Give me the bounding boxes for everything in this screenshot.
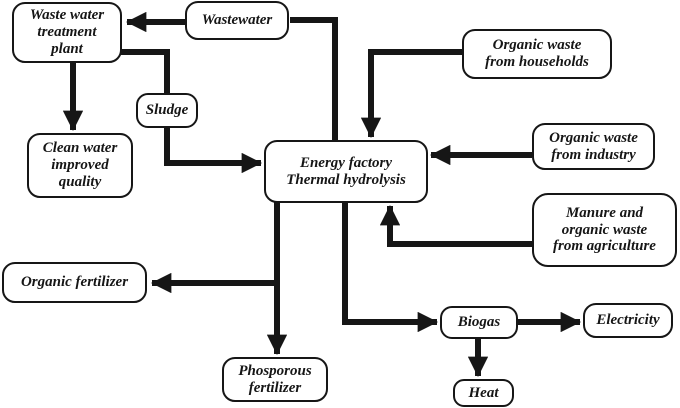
node-organic-waste-from-households: Organic waste from households bbox=[462, 29, 612, 79]
node-heat: Heat bbox=[453, 379, 514, 407]
node-clean-water-improved-quality: Clean water improved quality bbox=[27, 133, 133, 198]
node-label: Electricity bbox=[596, 312, 660, 329]
node-label: Waste water treatment plant bbox=[29, 7, 105, 57]
node-waste-water-treatment-plant: Waste water treatment plant bbox=[12, 2, 122, 63]
node-label: Organic fertilizer bbox=[20, 274, 129, 291]
node-organic-waste-from-industry: Organic waste from industry bbox=[532, 123, 655, 170]
edge-agriculture-to-energy-arrow bbox=[379, 204, 532, 247]
node-label: Heat bbox=[468, 384, 499, 401]
node-manure-organic-waste-from-agriculture: Manure and organic waste from agricultur… bbox=[532, 193, 677, 267]
edge-households-to-energy-arrow bbox=[360, 49, 462, 139]
node-organic-fertilizer: Organic fertilizer bbox=[2, 262, 147, 303]
node-energy-factory-thermal-hydrolysis: Energy factory Thermal hydrolysis bbox=[264, 140, 428, 203]
node-label: Phosporous fertilizer bbox=[238, 362, 312, 396]
node-wastewater: Wastewater bbox=[185, 1, 289, 40]
node-electricity: Electricity bbox=[583, 303, 673, 338]
node-label: Biogas bbox=[457, 314, 501, 331]
node-sludge: Sludge bbox=[136, 93, 198, 128]
node-label: Manure and organic waste from agricultur… bbox=[553, 204, 656, 255]
node-label: Sludge bbox=[145, 102, 189, 119]
node-phosporous-fertilizer: Phosporous fertilizer bbox=[222, 357, 328, 402]
edge-energy-to-biogas-arrow bbox=[342, 202, 439, 333]
node-label: Organic waste from industry bbox=[549, 129, 638, 163]
edge-energy-to-wastewater-label bbox=[290, 17, 338, 141]
node-biogas: Biogas bbox=[440, 306, 518, 339]
node-label: Organic waste from households bbox=[485, 37, 589, 70]
node-label: Wastewater bbox=[201, 12, 273, 29]
node-label: Clean water improved quality bbox=[42, 140, 118, 190]
node-label: Energy factory Thermal hydrolysis bbox=[286, 154, 406, 188]
